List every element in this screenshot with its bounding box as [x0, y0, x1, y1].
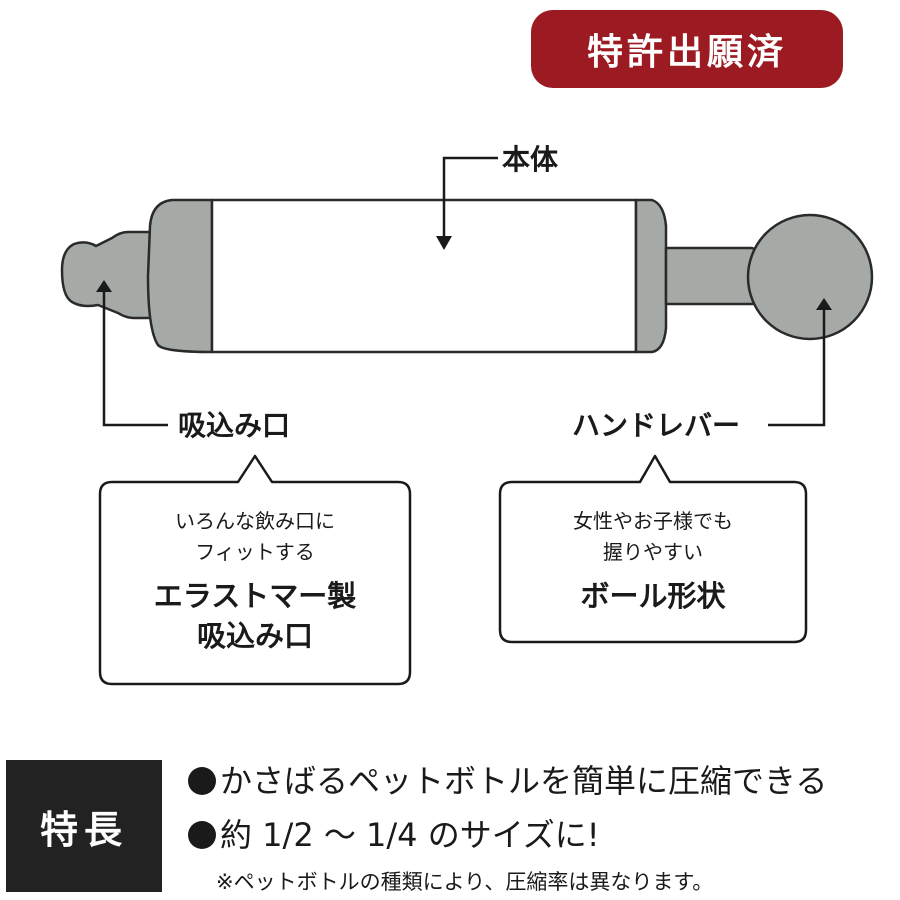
inlet-callout-bold2: 吸込み口: [196, 619, 313, 653]
compression-note: ※ペットボトルの種類により、圧縮率は異なります。: [216, 870, 714, 894]
feature-item-1: かさばるペットボトルを簡単に圧縮できる: [188, 756, 827, 802]
inlet-leader-line: [102, 292, 168, 427]
inlet-label: 吸込み口: [178, 409, 291, 442]
inlet-callout-bold1: エラストマー製: [153, 579, 357, 613]
lever-label: ハンドレバー: [572, 409, 741, 442]
lever-callout-line2: 握りやすい: [603, 540, 703, 564]
feature-item-1-text: かさばるペットボトルを簡単に圧縮できる: [220, 762, 828, 800]
features-heading: 特長: [6, 760, 162, 892]
lever-leader-line: [768, 310, 826, 427]
inlet-callout-bubble: [98, 454, 412, 686]
bullet-icon: [188, 821, 216, 849]
lever-callout-bubble: [498, 454, 808, 644]
lever-callout-text: 女性やお子様でも 握りやすい ボール形状: [500, 506, 806, 616]
feature-item-2: 約 1/2 〜 1/4 のサイズに!: [188, 810, 600, 856]
body-label: 本体: [502, 143, 559, 176]
right-end-cap: [634, 198, 668, 354]
inlet-arrowhead: [96, 280, 112, 292]
body-arrowhead: [436, 236, 452, 250]
lever-callout-bold1: ボール形状: [580, 579, 726, 613]
suction-nozzle: [60, 230, 154, 320]
left-end-cap: [146, 198, 214, 354]
inlet-callout-line1: いろんな飲み口に: [175, 509, 335, 533]
bullet-icon: [188, 767, 216, 795]
ball-handle: [746, 213, 874, 341]
main-body: [210, 198, 638, 354]
feature-item-2-text: 約 1/2 〜 1/4 のサイズに!: [220, 816, 600, 854]
lever-callout-line1: 女性やお子様でも: [573, 509, 733, 533]
lever-arrowhead: [816, 298, 832, 310]
patent-pending-badge: 特許出願済: [531, 10, 843, 88]
inlet-callout-text: いろんな飲み口に フィットする エラストマー製 吸込み口: [100, 506, 410, 656]
body-leader-line: [442, 156, 498, 238]
inlet-callout-line2: フィットする: [195, 540, 315, 564]
